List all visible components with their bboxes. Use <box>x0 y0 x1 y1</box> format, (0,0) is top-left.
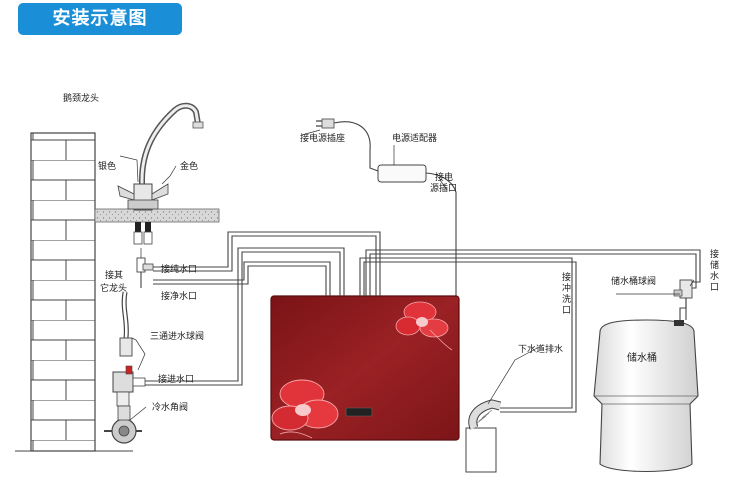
label-clean-water-port: 接净水口 <box>161 290 197 302</box>
label-gooseneck-faucet: 鹅颈龙头 <box>63 92 99 104</box>
water-purifier <box>270 295 460 441</box>
power-plug <box>316 118 379 172</box>
label-flush-port-2: 冲 <box>562 282 571 294</box>
label-storage-port-1: 接 <box>710 248 719 260</box>
three-way-valve <box>112 365 146 407</box>
label-storage-port-4: 口 <box>710 283 719 293</box>
label-power-port-line2: 源插口 <box>430 182 457 194</box>
power-adapter <box>377 164 457 296</box>
label-flush-port-1: 接 <box>562 271 571 283</box>
label-power-port-line1: 接电 <box>435 171 453 183</box>
label-other-faucet-line2: 它龙头 <box>100 282 127 294</box>
brick-wall <box>30 132 96 452</box>
drain-pipe <box>465 399 502 473</box>
water-pipes <box>140 231 701 413</box>
label-storage-port-2: 储 <box>710 259 719 271</box>
label-power-socket: 接电源插座 <box>300 132 345 144</box>
faucet-tee-fittings <box>136 257 154 273</box>
label-storage-tank: 储水桶 <box>627 351 657 364</box>
flower-bottom-left <box>271 379 339 439</box>
label-other-faucet-line1: 接其 <box>105 269 123 281</box>
tank-ball-valve <box>673 279 693 320</box>
label-inlet-port: 接进水口 <box>158 373 194 385</box>
leader-lines <box>119 129 695 421</box>
label-flush-port-4: 口 <box>562 306 571 316</box>
countertop <box>94 208 220 223</box>
cold-angle-valve <box>104 405 142 444</box>
storage-tank <box>593 319 699 473</box>
label-storage-port-3: 水 <box>710 270 719 282</box>
label-three-way-valve: 三通进水球阀 <box>150 330 204 342</box>
gooseneck-faucet <box>117 102 204 245</box>
label-silver: 银色 <box>98 160 116 172</box>
label-power-adapter: 电源适配器 <box>392 132 437 144</box>
label-drain: 下水道排水 <box>518 343 563 355</box>
label-flush-port-3: 洗 <box>562 293 571 305</box>
other-faucet-hose <box>119 291 133 357</box>
flower-top-right <box>395 301 453 351</box>
label-gold: 金色 <box>180 160 198 172</box>
label-pure-water-port: 接纯水口 <box>161 263 197 275</box>
label-tank-valve: 储水桶球阀 <box>611 275 656 287</box>
label-cold-angle-valve: 冷水角阀 <box>152 401 188 413</box>
diagram-title: 安装示意图 <box>18 3 182 35</box>
